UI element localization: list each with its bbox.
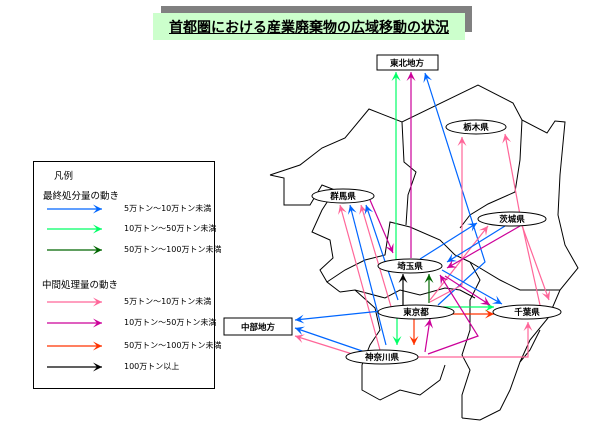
flow-arrow-mag <box>446 225 521 269</box>
flow-arrow-blue <box>364 204 399 301</box>
flow-arrow-blue <box>423 72 486 306</box>
legend-arrow <box>47 318 102 328</box>
flow-arrows <box>294 72 551 359</box>
legend-final-1: 10万トン～50万トン未満 <box>44 222 217 236</box>
flow-arrow-blue <box>446 225 506 263</box>
arrow-icon <box>47 204 102 214</box>
outer-boundary <box>269 84 579 421</box>
flow-arrow-green <box>443 302 494 312</box>
legend-final-0: 5万トン～10万トン未満 <box>44 202 214 216</box>
region-tochigi[interactable]: 栃木県 <box>445 119 507 135</box>
arrow-icon <box>47 318 102 328</box>
legend-label: 50万トン～100万トン未満 <box>124 245 222 254</box>
legend-arrow <box>47 245 102 255</box>
legend-arrow <box>47 204 102 214</box>
region-gunma[interactable]: 群馬県 <box>311 188 375 204</box>
title-banner: 首都圏における産業廃棄物の広域移動の状況 <box>153 13 465 40</box>
page-title: 首都圏における産業廃棄物の広域移動の状況 <box>169 19 449 36</box>
legend-arrow <box>47 297 102 307</box>
arrow-icon <box>47 341 102 351</box>
legend-label: 5万トン～10万トン未満 <box>124 204 212 213</box>
region-nodes: 東北地方 中部地方 栃木県 群馬県 茨城県 埼玉県 <box>223 54 562 365</box>
boundary-gunma-saitama <box>326 221 471 283</box>
region-tohoku-label: 東北地方 <box>390 58 425 69</box>
region-tohoku[interactable]: 東北地方 <box>376 54 439 71</box>
flow-arrow-pink <box>519 219 551 301</box>
boundary-chiba-coast <box>519 329 541 363</box>
legend-intermediate-1: 10万トン～50万トン未満 <box>44 316 217 330</box>
legend-label: 10万トン～50万トン未満 <box>124 318 217 327</box>
region-ibaraki[interactable]: 茨城県 <box>477 211 547 227</box>
boundary-tokyo-kanagawa <box>354 289 381 401</box>
arrow-icon <box>47 224 102 234</box>
boundary-gunma-west <box>269 174 341 293</box>
flow-arrow-blue <box>294 310 382 324</box>
region-kanagawa-label: 神奈川県 <box>365 352 400 363</box>
legend-arrow <box>47 224 102 234</box>
legend-intermediate-0: 5万トン～10万トン未満 <box>44 295 214 309</box>
flow-arrow-pink <box>418 322 533 358</box>
boundary-ibaraki-chiba <box>469 261 560 291</box>
arrow-icon <box>47 362 102 372</box>
region-kanagawa[interactable]: 神奈川県 <box>345 349 419 365</box>
region-chubu[interactable]: 中部地方 <box>223 317 293 336</box>
region-tochigi-label: 栃木県 <box>463 122 489 133</box>
flow-arrow-mag <box>427 274 479 355</box>
legend-label: 50万トン～100万トン未満 <box>124 341 222 350</box>
region-chiba-label: 千葉県 <box>514 307 540 318</box>
arrow-icon <box>47 297 102 307</box>
boundary-kanagawa-coast <box>379 364 446 401</box>
boundary-saitama-chiba <box>461 261 481 418</box>
region-saitama-label: 埼玉県 <box>397 261 423 272</box>
flow-arrow-red <box>409 318 419 345</box>
boundary-gunma-tochigi <box>401 121 417 226</box>
legend-arrow <box>47 341 102 351</box>
flow-arrow-green <box>391 72 401 262</box>
legend-label: 5万トン～10万トン未満 <box>124 297 212 306</box>
flow-arrow-blue <box>441 269 503 305</box>
arrow-icon <box>47 245 102 255</box>
legend-intermediate-3: 100万トン以上 <box>44 360 214 374</box>
legend-intermediate-2: 50万トン～100万トン未満 <box>44 339 221 353</box>
legend-final-heading: 最終処分量の動き <box>43 191 120 202</box>
legend-intermediate-heading: 中間処理量の動き <box>42 280 119 291</box>
flow-arrow-pink <box>429 137 467 303</box>
flow-arrow-mag <box>444 275 491 306</box>
legend-arrow <box>47 362 102 372</box>
flow-arrow-mag <box>406 72 416 258</box>
boundary-saitama-tokyo <box>339 287 476 299</box>
flow-arrow-green <box>392 318 402 345</box>
region-tokyo[interactable]: 東京都 <box>377 304 455 320</box>
flow-arrow-pink <box>429 225 489 301</box>
prefecture-boundaries <box>269 84 579 421</box>
flow-arrow-pink <box>359 204 393 311</box>
flow-arrow-dgreen <box>424 274 434 303</box>
legend-label: 10万トン～50万トン未満 <box>124 224 217 233</box>
flow-arrow-blue <box>294 326 366 353</box>
flow-arrow-mag <box>424 318 434 353</box>
legend-label: 100万トン以上 <box>124 362 180 371</box>
flow-arrow-blue <box>347 204 387 346</box>
flow-arrow-pink <box>338 204 381 351</box>
region-ibaraki-label: 茨城県 <box>499 214 525 225</box>
flow-arrow-black <box>398 274 408 305</box>
boundary-tochigi-ibaraki <box>459 119 523 229</box>
region-saitama[interactable]: 埼玉県 <box>377 258 443 274</box>
flow-arrow-blue <box>419 222 478 260</box>
region-gunma-label: 群馬県 <box>329 191 356 202</box>
region-tokyo-label: 東京都 <box>403 307 429 318</box>
legend-final-2: 50万トン～100万トン未満 <box>44 243 221 257</box>
region-chiba[interactable]: 千葉県 <box>492 304 562 320</box>
legend-title: 凡例 <box>54 171 74 182</box>
flow-arrow-mag <box>369 199 394 254</box>
legend: 凡例 最終処分量の動き 5万トン～10万トン未満 10万トン～50万トン未満 5… <box>33 161 221 389</box>
region-chubu-label: 中部地方 <box>241 322 276 333</box>
